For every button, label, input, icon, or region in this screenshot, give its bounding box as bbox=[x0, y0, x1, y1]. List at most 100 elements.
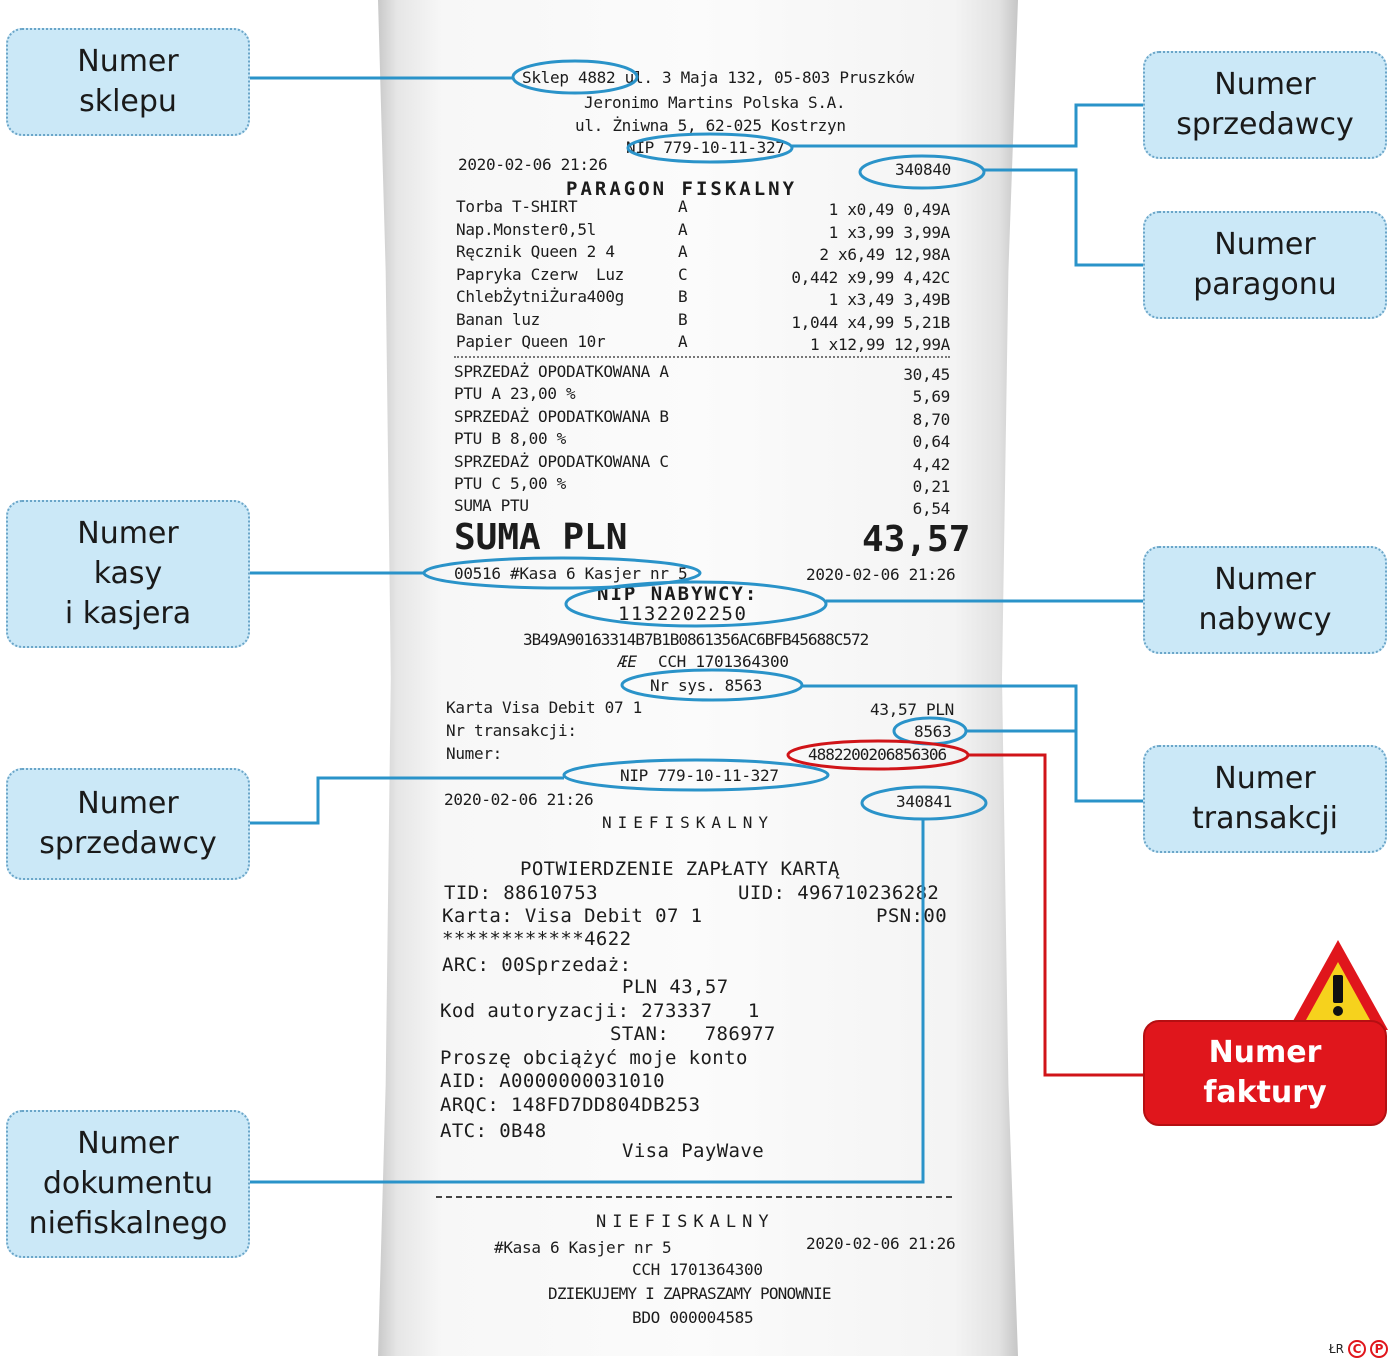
stan: STAN: 786977 bbox=[610, 1023, 776, 1045]
uid: UID: 496710236282 bbox=[738, 882, 940, 904]
item-name: Banan luz bbox=[456, 309, 540, 329]
number-label: Numer: bbox=[446, 744, 502, 763]
paywave: Visa PayWave bbox=[622, 1140, 765, 1162]
item-vat: A bbox=[678, 219, 688, 239]
tax-label: PTU C 5,00 % bbox=[454, 474, 566, 493]
aid: AID: A0000000031010 bbox=[440, 1070, 665, 1092]
credit-logo: ŁR C P bbox=[1329, 1340, 1388, 1358]
footer-nonfiscal: NIEFISKALNY bbox=[596, 1212, 775, 1232]
item-name: Torba T-SHIRT bbox=[456, 197, 578, 216]
highlight-buyer-nip bbox=[564, 580, 828, 628]
company-address: ul. Żniwna 5, 62-025 Kostrzyn bbox=[575, 116, 846, 135]
seller-nip-2: NIP 779-10-11-327 bbox=[620, 766, 779, 785]
card-type: Karta: Visa Debit 07 1 bbox=[442, 905, 703, 927]
connector-transaction bbox=[802, 684, 1143, 803]
store-line: Sklep 4882 ul. 3 Maja 132, 05-803 Pruszk… bbox=[522, 68, 914, 87]
item-name: Papier Queen 10r bbox=[456, 332, 606, 351]
item-name: Papryka Czerw Luz bbox=[456, 264, 624, 284]
tax-value: 0,21 bbox=[912, 477, 951, 496]
tax-value: 30,45 bbox=[903, 365, 950, 384]
highlight-sys-number bbox=[620, 668, 804, 702]
tax-label: PTU B 8,00 % bbox=[454, 429, 566, 449]
receipt-number: 340840 bbox=[895, 160, 951, 179]
footer-datetime: 2020-02-06 21:26 bbox=[806, 1234, 956, 1253]
psn: PSN:00 bbox=[876, 905, 948, 927]
item-price: 1 x3,49 3,49B bbox=[828, 290, 951, 309]
connector-seller-bottom bbox=[250, 776, 564, 825]
item-price: 2 x6,49 12,98A bbox=[819, 245, 950, 264]
item-vat: A bbox=[678, 242, 688, 261]
tax-value: 5,69 bbox=[912, 387, 951, 407]
thanks-line: DZIEKUJEMY I ZAPRASZAMY PONOWNIE bbox=[548, 1284, 831, 1303]
tax-value: 0,64 bbox=[912, 432, 951, 452]
divider bbox=[454, 356, 950, 358]
item-price: 1,044 x4,99 5,21B bbox=[791, 312, 950, 332]
card-amount: 43,57 PLN bbox=[870, 700, 954, 719]
footer-register: #Kasa 6 Kasjer nr 5 bbox=[494, 1238, 672, 1257]
credit-initials: ŁR bbox=[1328, 1342, 1344, 1356]
highlight-store bbox=[511, 59, 639, 95]
item-vat: A bbox=[678, 197, 688, 216]
masked-pan: ************4622 bbox=[442, 928, 632, 950]
item-vat: C bbox=[678, 264, 688, 284]
pln-amount: PLN 43,57 bbox=[622, 976, 729, 998]
tax-label: SPRZEDAŻ OPODATKOWANA A bbox=[454, 362, 669, 381]
highlight-nonfiscal-number bbox=[860, 785, 988, 821]
item-vat: B bbox=[678, 287, 688, 306]
warning-icon bbox=[1288, 940, 1388, 1030]
tax-label: SPRZEDAŻ OPODATKOWANA C bbox=[454, 451, 669, 471]
connector-nonfiscal-doc bbox=[250, 819, 925, 1184]
buyer-nip: 1132202250 bbox=[618, 603, 748, 625]
register-line: 00516 #Kasa 6 Kasjer nr 5 bbox=[454, 564, 688, 583]
highlight-seller-nip-2 bbox=[562, 758, 830, 792]
transaction-label: Nr transakcji: bbox=[446, 721, 577, 740]
system-number: Nr sys. 8563 bbox=[650, 676, 762, 695]
receipt-title: PARAGON FISKALNY bbox=[566, 178, 798, 200]
highlight-invoice-number bbox=[786, 739, 970, 771]
total-label: SUMA PLN bbox=[454, 517, 628, 558]
connector-invoice bbox=[968, 753, 1143, 1077]
tid: TID: 88610753 bbox=[444, 882, 598, 904]
item-name: ChlebŻytniŻura400g bbox=[456, 287, 624, 306]
item-vat: A bbox=[678, 332, 688, 351]
receipt-hash: 3B49A90163314B7B1B0861356AC6BFB45688C572 bbox=[523, 630, 869, 649]
receipt-paper bbox=[378, 0, 1018, 1356]
company-name: Jeronimo Martins Polska S.A. bbox=[584, 93, 846, 112]
footer-cch: CCH 1701364300 bbox=[632, 1260, 763, 1279]
auth-code: Kod autoryzacji: 273337 1 bbox=[440, 1000, 760, 1022]
fiscal-mark-icon: ÆE bbox=[618, 652, 637, 671]
total-value: 43,57 bbox=[862, 519, 971, 560]
highlight-seller-nip bbox=[626, 132, 794, 164]
atc: ATC: 0B48 bbox=[440, 1120, 547, 1142]
item-name: Ręcznik Queen 2 4 bbox=[456, 242, 615, 261]
bdo-number: BDO 000004585 bbox=[632, 1308, 754, 1327]
receipt-datetime: 2020-02-06 21:26 bbox=[458, 155, 608, 174]
connector-receipt bbox=[984, 168, 1143, 267]
transaction-value: 8563 bbox=[914, 722, 952, 741]
item-vat: B bbox=[678, 309, 688, 329]
card-line: Karta Visa Debit 07 1 bbox=[446, 698, 642, 717]
nonfiscal-label: NIEFISKALNY bbox=[602, 813, 774, 832]
confirm-title: POTWIERDZENIE ZAPŁATY KARTĄ bbox=[520, 858, 840, 880]
nonfiscal-datetime: 2020-02-06 21:26 bbox=[444, 790, 594, 809]
tax-label: SUMA PTU bbox=[454, 496, 529, 516]
p-logo-icon: P bbox=[1370, 1340, 1388, 1358]
item-price: 0,442 x9,99 4,42C bbox=[791, 267, 950, 287]
c-logo-icon: C bbox=[1348, 1340, 1366, 1358]
nonfiscal-number: 340841 bbox=[896, 792, 952, 811]
highlight-receipt-number bbox=[858, 154, 986, 190]
tax-value: 6,54 bbox=[912, 499, 951, 519]
tax-value: 8,70 bbox=[912, 409, 951, 429]
arc: ARC: 00Sprzedaż: bbox=[442, 954, 632, 976]
tax-value: 4,42 bbox=[912, 454, 951, 474]
invoice-number-value: 4882200206856306 bbox=[808, 745, 947, 764]
